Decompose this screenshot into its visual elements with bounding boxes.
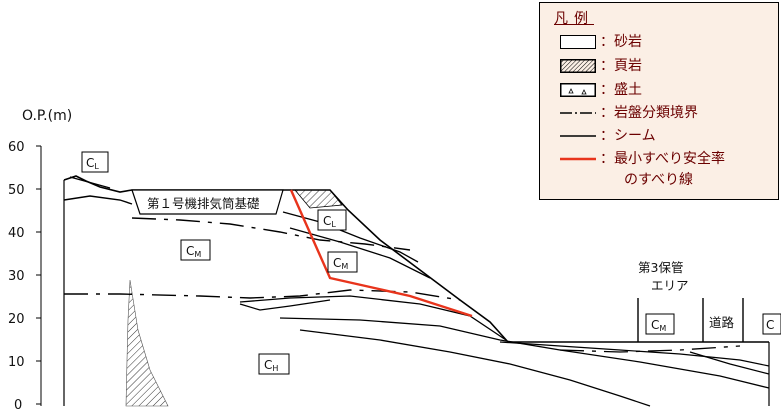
slip-line [289,189,473,318]
storage-area-label-1: 第3保管 [638,260,683,275]
y-tick-60: 60 [8,140,25,155]
label-cm-right: CM [645,313,675,335]
label-cm-left: CM [180,239,211,261]
building-foundation: 第１号機排気筒基礎 [131,189,284,215]
classification-boundary [131,217,411,251]
dash-dot-line-icon [560,112,596,114]
seam-line [69,176,111,189]
y-tick-50: 50 [8,183,25,198]
svg-text:CM: CM [186,244,201,259]
svg-text:C: C [766,318,774,332]
legend: 凡例 ：砂岩 ：頁岩 ：盛土 ：岩盤分類境界 [539,2,779,200]
y-tick-30: 30 [8,269,25,284]
hatched-box-icon [560,59,596,73]
label-cm-center: CM [327,251,358,273]
label-ch: CH [258,353,290,375]
svg-text:CL: CL [323,214,336,229]
solid-line-icon [560,135,596,137]
storage-area-label-2: エリア [651,278,689,293]
y-tick-40: 40 [8,226,25,241]
shale-area [294,189,343,209]
classification-boundary [64,289,461,301]
blank-box-icon [560,35,596,49]
road-label: 道路 [709,315,735,330]
seam-line [239,299,331,311]
seam-line [279,317,770,389]
y-axis-unit: O.P.(m) [22,108,72,124]
label-cl-right: C [762,313,781,335]
y-axis: O.P.(m) 60 50 40 30 20 10 0 [8,108,72,412]
y-tick-10: 10 [8,355,25,370]
svg-text:CL: CL [86,156,99,171]
seam-line [63,195,133,205]
shale-wedge [125,279,169,407]
building-label: 第１号機排気筒基礎 [147,196,260,211]
legend-title: 凡例 [554,11,594,27]
seam-line [239,295,507,341]
y-tick-0: 0 [14,398,22,412]
y-tick-20: 20 [8,312,25,327]
fill-box-icon [560,83,596,97]
seam-line [282,211,419,263]
svg-text:CM: CM [333,256,348,271]
seam-line [689,351,770,375]
red-line-icon [560,157,596,161]
classification-boundary [559,345,741,353]
svg-text:CH: CH [264,358,278,373]
seam-line [499,341,770,367]
legend-slip-line-cont: のすべり線 [624,172,694,188]
label-cl-mid: CL [317,209,347,231]
svg-text:CM: CM [651,318,666,333]
seam-line [299,329,651,407]
label-cl-top-left: CL [81,151,109,173]
seam-line [289,227,431,279]
